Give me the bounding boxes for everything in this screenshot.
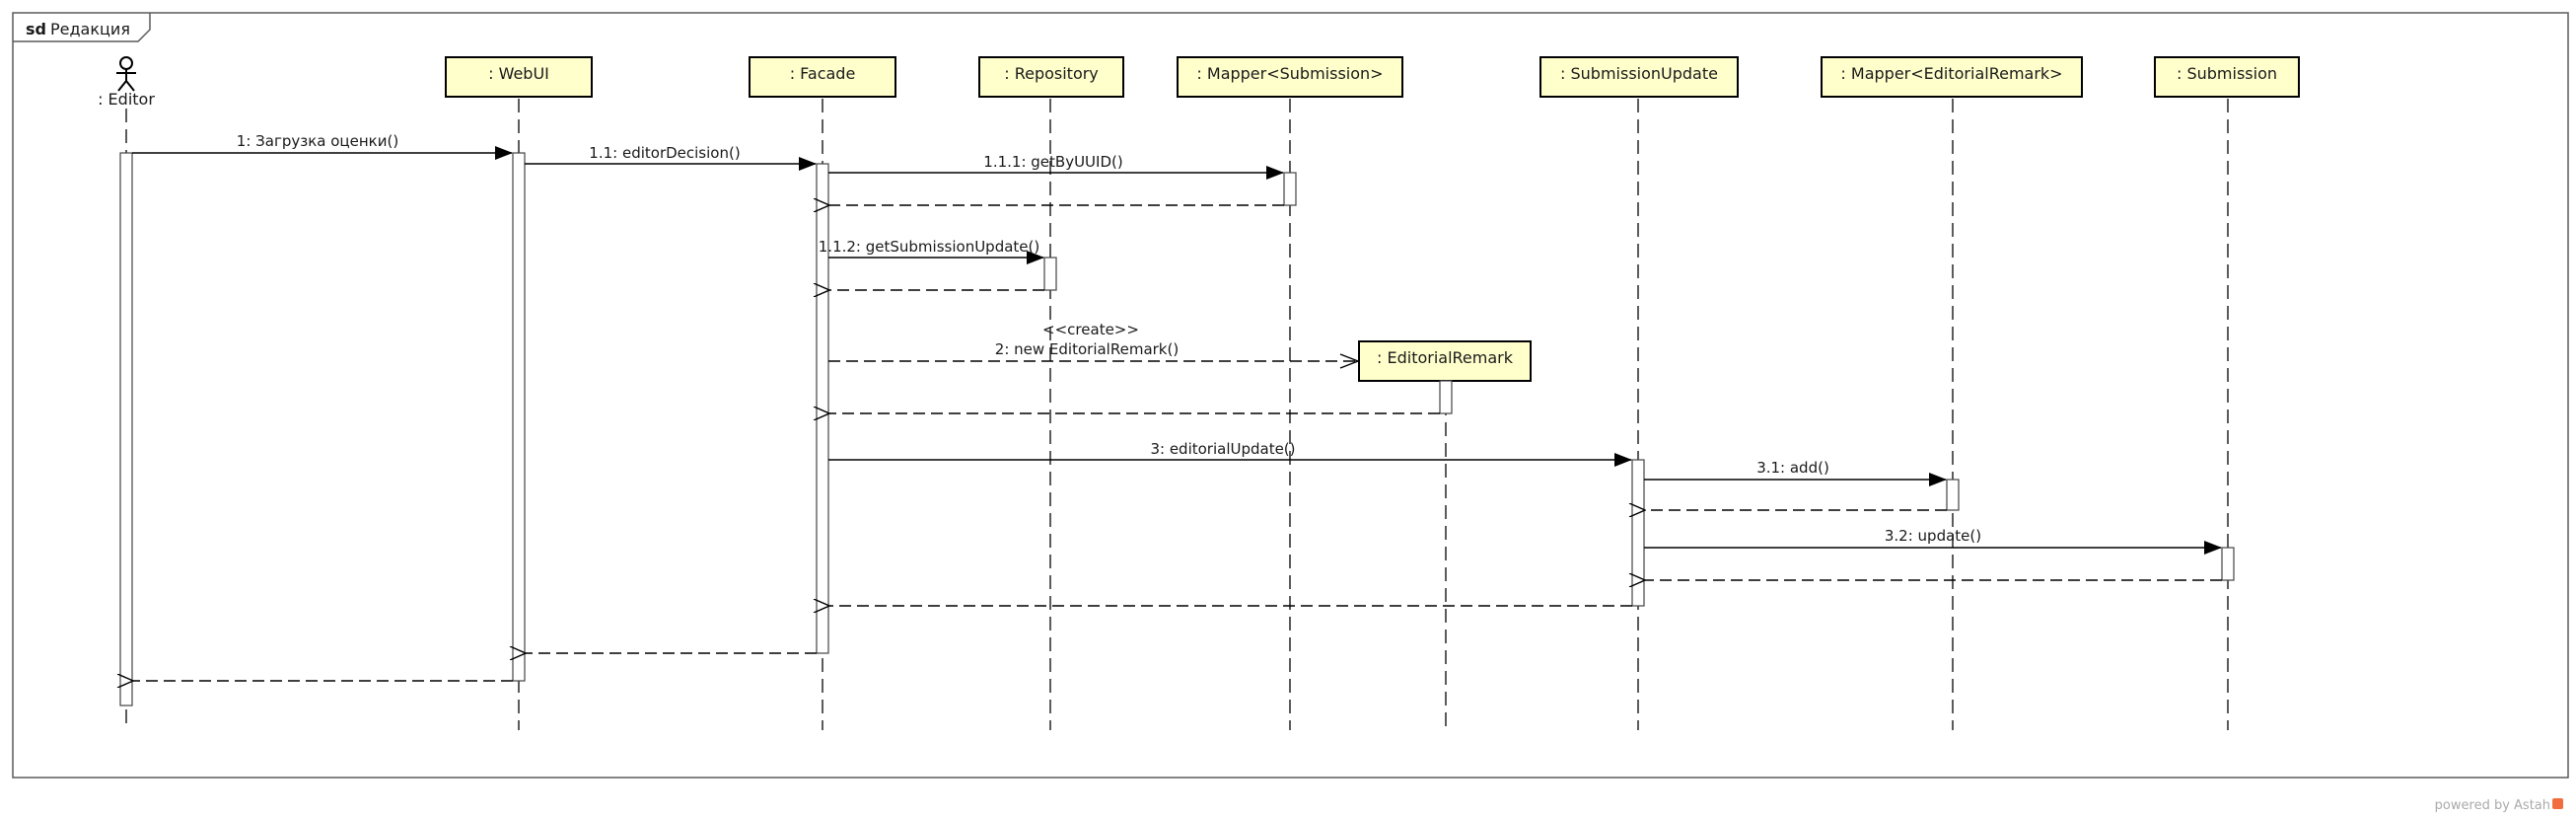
actor-editor[interactable]: : Editor	[98, 56, 155, 109]
participant-submission-update[interactable]: : SubmissionUpdate	[1539, 56, 1739, 98]
message-3-1[interactable]: 3.1: add()	[1644, 459, 1947, 486]
message-1[interactable]: 1: Загрузка оценки()	[132, 132, 513, 160]
actor-editor-label: : Editor	[98, 90, 155, 109]
lifelines	[125, 99, 2229, 730]
participant-editorial-remark-label: : EditorialRemark	[1377, 348, 1514, 367]
participant-facade[interactable]: : Facade	[749, 56, 896, 98]
participant-repository[interactable]: : Repository	[978, 56, 1124, 98]
participant-submission-update-label: : SubmissionUpdate	[1560, 64, 1718, 83]
watermark-text: powered by Astah	[2435, 798, 2550, 813]
message-1-1-2-label: 1.1.2: getSubmissionUpdate()	[819, 238, 1039, 256]
activation-webui	[512, 152, 526, 682]
message-2-label: 2: new EditorialRemark()	[995, 340, 1179, 358]
message-3-2-label: 3.2: update()	[1885, 527, 1981, 545]
message-1-label: 1: Загрузка оценки()	[237, 132, 398, 150]
message-3-2[interactable]: 3.2: update()	[1644, 527, 2222, 555]
message-2-create[interactable]: <<create>> 2: new EditorialRemark()	[828, 321, 1360, 369]
message-3-label: 3: editorialUpdate()	[1150, 440, 1295, 458]
activation-editorial-remark	[1439, 380, 1453, 414]
participant-mapper-submission-label: : Mapper<Submission>	[1196, 64, 1383, 83]
activation-mapper-editorial-remark	[1946, 479, 1960, 511]
astah-logo-icon	[2552, 798, 2563, 809]
activations	[119, 152, 2235, 706]
participant-mapper-submission[interactable]: : Mapper<Submission>	[1177, 56, 1403, 98]
participant-mapper-editorial-remark[interactable]: : Mapper<EditorialRemark>	[1821, 56, 2083, 98]
message-1-1[interactable]: 1.1: editorDecision()	[525, 144, 817, 171]
message-1-1-1[interactable]: 1.1.1: getByUUID()	[828, 153, 1284, 180]
participant-mapper-editorial-remark-label: : Mapper<EditorialRemark>	[1840, 64, 2062, 83]
message-3-1-label: 3.1: add()	[1756, 459, 1829, 477]
participant-webui[interactable]: : WebUI	[445, 56, 593, 98]
actor-icon	[116, 56, 136, 92]
message-3[interactable]: 3: editorialUpdate()	[828, 440, 1632, 467]
participant-repository-label: : Repository	[1004, 64, 1099, 83]
message-1-1-2[interactable]: 1.1.2: getSubmissionUpdate()	[819, 238, 1044, 264]
activation-repository	[1043, 257, 1057, 291]
participant-submission[interactable]: : Submission	[2154, 56, 2300, 98]
frame-keyword: sd	[26, 20, 46, 38]
frame-title: Редакция	[50, 20, 130, 38]
diagram-frame: sd Редакция	[12, 12, 2569, 779]
participant-editorial-remark[interactable]: : EditorialRemark	[1358, 340, 1532, 382]
astah-watermark: powered by Astah	[2435, 798, 2563, 813]
message-2-stereotype: <<create>>	[1042, 321, 1139, 338]
participant-webui-label: : WebUI	[488, 64, 549, 83]
message-1-1-1-label: 1.1.1: getByUUID()	[983, 153, 1122, 171]
activation-submission	[2221, 547, 2235, 581]
participant-facade-label: : Facade	[790, 64, 856, 83]
participant-submission-label: : Submission	[2177, 64, 2277, 83]
activation-editor	[119, 152, 133, 706]
activation-submission-update	[1631, 459, 1645, 607]
activation-mapper-submission	[1283, 172, 1297, 206]
message-1-1-label: 1.1: editorDecision()	[589, 144, 740, 162]
